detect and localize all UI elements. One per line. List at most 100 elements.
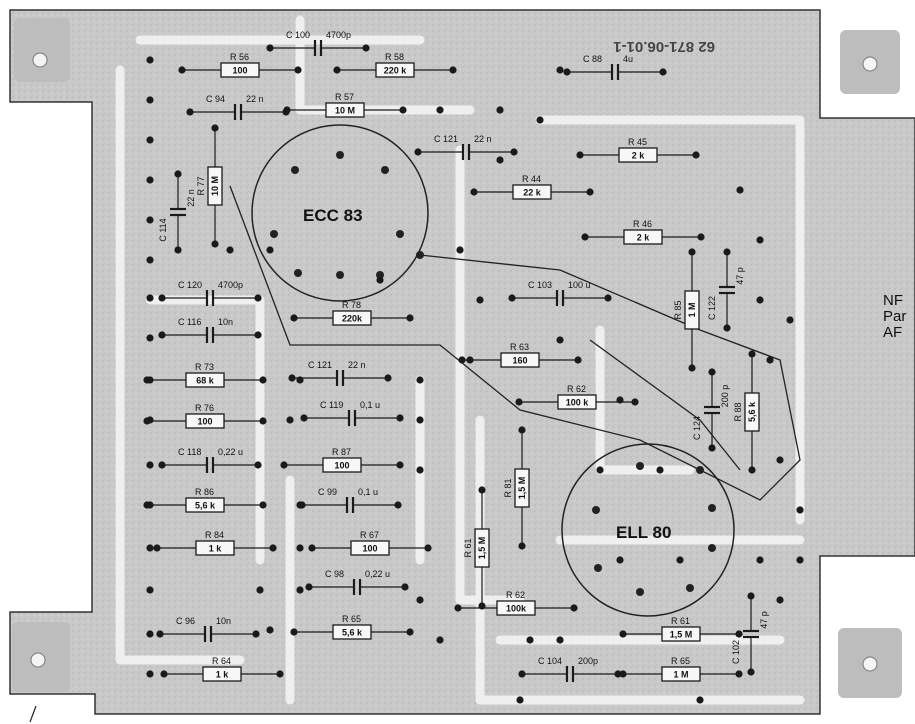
solder-pad bbox=[146, 176, 154, 184]
capacitor-value: 4700p bbox=[218, 280, 243, 290]
resistor-value: 1 k bbox=[216, 670, 230, 680]
tube-ell80: ELL 80 bbox=[561, 443, 735, 617]
resistor-ref: R 88 bbox=[733, 402, 743, 421]
solder-pad bbox=[556, 636, 564, 644]
resistor-ref: R 84 bbox=[205, 530, 224, 540]
resistor-ref: R 65 bbox=[342, 614, 361, 624]
resistor-ref: R 78 bbox=[342, 300, 361, 310]
resistor-value: 100k bbox=[506, 604, 527, 614]
resistor-r44: 22 kR 44 bbox=[470, 174, 594, 200]
solder-pad bbox=[146, 56, 154, 64]
solder-pad bbox=[266, 626, 274, 634]
solder-pad bbox=[296, 544, 304, 552]
solder-pad bbox=[496, 106, 504, 114]
resistor-value: 220k bbox=[342, 314, 363, 324]
resistor-r88: 5,6 kR 88 bbox=[733, 350, 760, 474]
capacitor-value: 4700p bbox=[326, 30, 351, 40]
solder-pad bbox=[796, 506, 804, 514]
resistor-value: 100 k bbox=[566, 398, 590, 408]
capacitor-ref: C 121 bbox=[434, 134, 458, 144]
wire-traces bbox=[229, 185, 801, 501]
solder-pad bbox=[256, 586, 264, 594]
resistor-ref: R 61 bbox=[671, 616, 690, 626]
solder-pad bbox=[556, 336, 564, 344]
capacitor-value: 22 n bbox=[348, 360, 366, 370]
solder-pad bbox=[456, 246, 464, 254]
resistor-r58: 220 kR 58 bbox=[333, 52, 457, 78]
solder-pad bbox=[296, 376, 304, 384]
capacitor-ref: C 120 bbox=[178, 280, 202, 290]
resistor-value: 1 M bbox=[687, 302, 697, 317]
resistor-value: 10 M bbox=[210, 176, 220, 196]
tube-label-ell80: ELL 80 bbox=[616, 523, 671, 542]
capacitor-value: 0,22 u bbox=[365, 569, 390, 579]
side-label-af: AF bbox=[883, 324, 903, 341]
capacitor-c96: C 96 10n bbox=[156, 616, 260, 642]
solder-pad bbox=[146, 334, 154, 342]
solder-pad bbox=[226, 246, 234, 254]
resistor-ref: R 76 bbox=[195, 403, 214, 413]
solder-pad bbox=[776, 596, 784, 604]
resistor-value: 2 k bbox=[632, 151, 646, 161]
solder-pad bbox=[796, 556, 804, 564]
capacitor-value: 10n bbox=[216, 616, 231, 626]
solder-pad bbox=[416, 416, 424, 424]
solder-pad bbox=[516, 696, 524, 704]
capacitor-ref: C 99 bbox=[318, 487, 337, 497]
solder-pad bbox=[496, 156, 504, 164]
resistor-r78: 220k R 78 bbox=[290, 300, 414, 326]
resistor-value: 68 k bbox=[196, 376, 215, 386]
resistor-r85: 1 MR 85 bbox=[673, 248, 700, 372]
solder-pad bbox=[756, 556, 764, 564]
resistor-r62a: 100 kR 62 bbox=[515, 384, 639, 410]
side-label-par: Par bbox=[883, 308, 907, 325]
capacitor-ref: C 98 bbox=[325, 569, 344, 579]
resistor-value: 5,6 k bbox=[195, 501, 216, 511]
resistor-r64: 1 kR 64 bbox=[160, 656, 284, 682]
resistor-ref: R 56 bbox=[230, 52, 249, 62]
resistor-r65b: 1 MR 65 bbox=[619, 656, 743, 682]
solder-pad bbox=[146, 670, 154, 678]
resistor-r65a: 5,6 k R 65 bbox=[290, 614, 414, 640]
resistor-value: 5,6 k bbox=[342, 628, 363, 638]
capacitor-c120: C 120 4700p bbox=[158, 280, 262, 306]
capacitor-value: 200p bbox=[578, 656, 598, 666]
capacitor-ref: C 116 bbox=[178, 317, 201, 327]
resistor-value: 2 k bbox=[637, 233, 651, 243]
resistor-ref: R 77 bbox=[196, 176, 206, 195]
capacitor-ref: C 96 bbox=[176, 616, 195, 626]
resistor-value: 160 bbox=[512, 356, 527, 366]
resistor-ref: R 45 bbox=[628, 137, 647, 147]
capacitor-c102: C 102 47 p bbox=[731, 592, 769, 676]
resistor-r86: 5,6 kR 86 bbox=[143, 487, 267, 513]
resistor-value: 10 M bbox=[335, 106, 355, 116]
capacitor-value: 22 n bbox=[246, 94, 264, 104]
resistor-value: 220 k bbox=[384, 66, 408, 76]
resistor-value: 100 bbox=[362, 544, 377, 554]
mounting-hole-top-left bbox=[32, 52, 48, 68]
capacitor-value: 4u bbox=[623, 54, 633, 64]
tube-label-ecc83: ECC 83 bbox=[303, 206, 363, 225]
capacitor-ref: C 102 bbox=[731, 640, 741, 664]
mounting-lug-top-left bbox=[14, 18, 70, 82]
resistor-r46: 2 k R 46 bbox=[581, 219, 705, 245]
capacitor-value: 47 p bbox=[759, 611, 769, 629]
solder-pad bbox=[756, 236, 764, 244]
solder-pad bbox=[656, 466, 664, 474]
solder-pad bbox=[146, 416, 154, 424]
resistor-ref: R 46 bbox=[633, 219, 652, 229]
solder-pad bbox=[736, 186, 744, 194]
solder-pad bbox=[766, 356, 774, 364]
resistor-value: 1,5 M bbox=[670, 630, 693, 640]
